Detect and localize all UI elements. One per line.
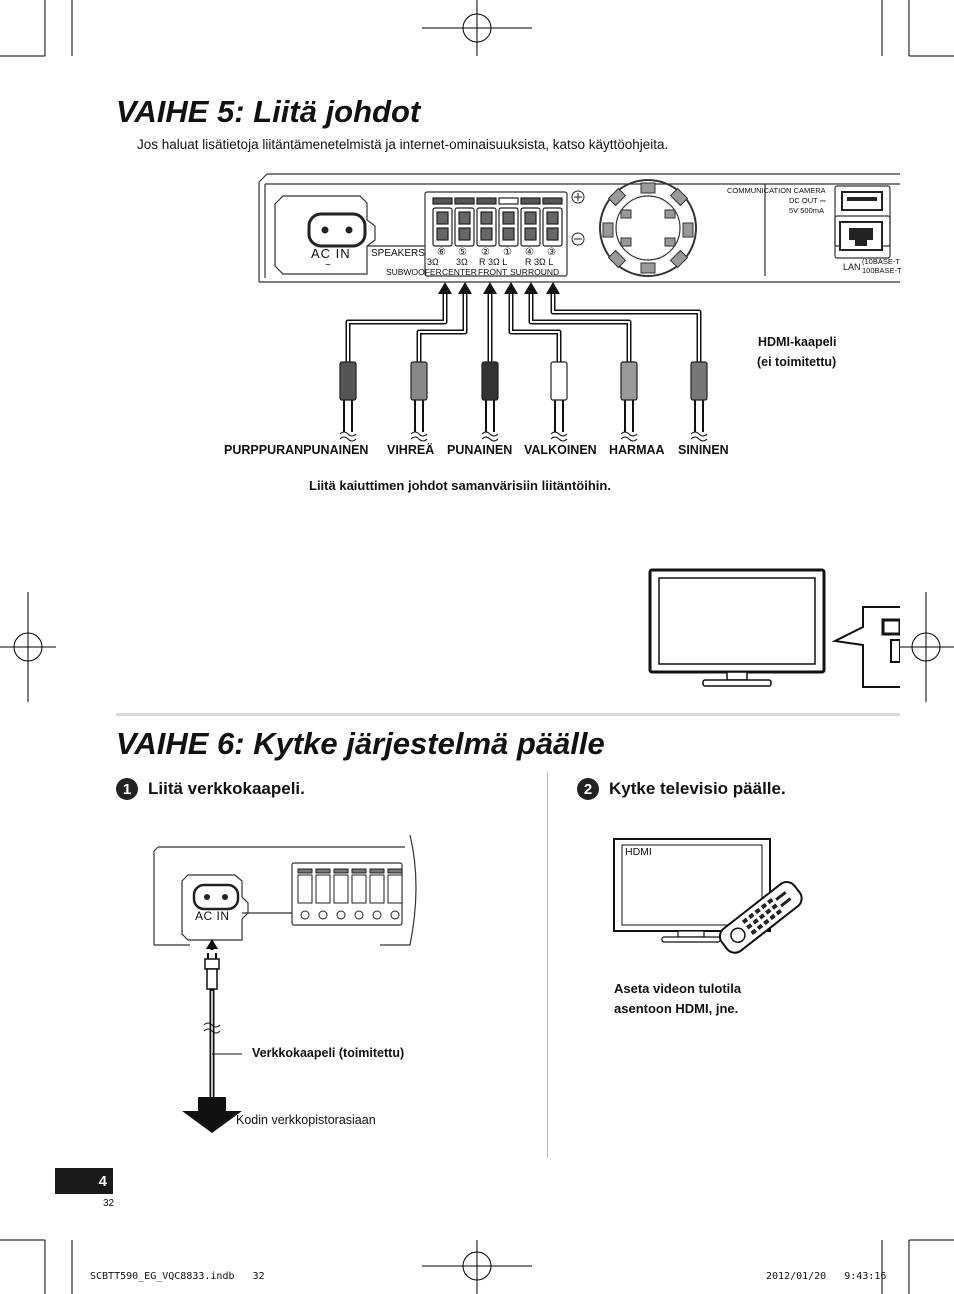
page-number: 4 bbox=[55, 1168, 113, 1194]
step-number: 1 bbox=[116, 778, 138, 800]
lan-spec: 100BASE-T bbox=[862, 266, 902, 275]
speaker-instruction: Liitä kaiuttimen johdot samanvärisiin li… bbox=[309, 478, 611, 493]
cable-color-label: VALKOINEN bbox=[524, 443, 597, 457]
group-label: FRONT bbox=[478, 267, 508, 277]
speakers-label: SPEAKERS bbox=[371, 248, 425, 259]
impedance-label: R 3Ω L bbox=[479, 257, 508, 267]
impedance-label: R 3Ω L bbox=[525, 257, 554, 267]
tv-remote-illustration bbox=[613, 838, 803, 954]
print-timestamp: 2012/01/20 9:43:16 bbox=[766, 1271, 887, 1282]
tv-screen-text: HDMI bbox=[625, 846, 652, 858]
camera-label: COMMUNICATION CAMERA bbox=[727, 186, 826, 195]
ac-tilde-icon: ~ bbox=[325, 260, 331, 271]
power-connection-diagram bbox=[153, 835, 417, 1133]
sub-page-number: 32 bbox=[103, 1198, 115, 1209]
column-divider bbox=[547, 772, 548, 1158]
cable-color-label: HARMAA bbox=[609, 443, 665, 457]
section-divider bbox=[116, 713, 900, 716]
impedance-label: 3Ω bbox=[456, 257, 468, 267]
step5-intro: Jos haluat lisätietoja liitäntämenetelmi… bbox=[137, 137, 669, 152]
camera-label: 5V 500mA bbox=[789, 206, 825, 215]
step6-sub2-heading: Kytke televisio päälle. bbox=[609, 779, 786, 798]
hdmi-cable-label: HDMI-kaapeli bbox=[758, 335, 837, 349]
hdmi-cable-note: (ei toimitettu) bbox=[757, 355, 837, 369]
group-label: SURROUND bbox=[510, 267, 560, 277]
tv-instruction-line: Aseta videon tulotila bbox=[614, 981, 742, 996]
lan-label: LAN bbox=[843, 262, 861, 272]
terminal-number: ⑥ bbox=[437, 247, 446, 258]
group-label: SUBWOOFER bbox=[386, 267, 442, 277]
terminal-number: ⑤ bbox=[458, 247, 467, 258]
tv-instruction-line: asentoon HDMI, jne. bbox=[614, 1001, 739, 1016]
power-cable-label: Verkkokaapeli (toimitettu) bbox=[252, 1046, 405, 1060]
step5-title: VAIHE 5: Liitä johdot bbox=[116, 94, 421, 129]
group-label: CENTER bbox=[442, 267, 477, 277]
terminal-number: ① bbox=[503, 247, 512, 258]
terminal-number: ② bbox=[481, 247, 490, 258]
step-number: 2 bbox=[577, 778, 599, 800]
lan-spec: (10BASE-T bbox=[862, 257, 900, 266]
step6-title: VAIHE 6: Kytke järjestelmä päälle bbox=[116, 726, 605, 761]
cable-color-label: PURPPURANPUNAINEN bbox=[224, 443, 369, 457]
speaker-cables bbox=[339, 282, 708, 442]
print-file-name: SCBTT590_EG_VQC8833.indb 32 bbox=[90, 1271, 265, 1282]
ac-in-label: AC IN bbox=[311, 246, 351, 261]
camera-label: DC OUT ⎓ bbox=[789, 196, 826, 205]
cable-color-label: SININEN bbox=[678, 443, 729, 457]
rear-panel bbox=[258, 173, 900, 283]
outlet-label: Kodin verkkopistorasiaan bbox=[236, 1113, 376, 1127]
terminal-number: ④ bbox=[525, 247, 534, 258]
tv-illustration bbox=[648, 568, 900, 688]
ac-in-label: AC IN bbox=[195, 909, 230, 923]
cable-color-label: VIHREÄ bbox=[387, 443, 435, 457]
terminal-number: ③ bbox=[547, 247, 556, 258]
step6-sub1-heading: Liitä verkkokaapeli. bbox=[148, 779, 305, 798]
cable-color-label: PUNAINEN bbox=[447, 443, 513, 457]
impedance-label: 3Ω bbox=[427, 257, 439, 267]
